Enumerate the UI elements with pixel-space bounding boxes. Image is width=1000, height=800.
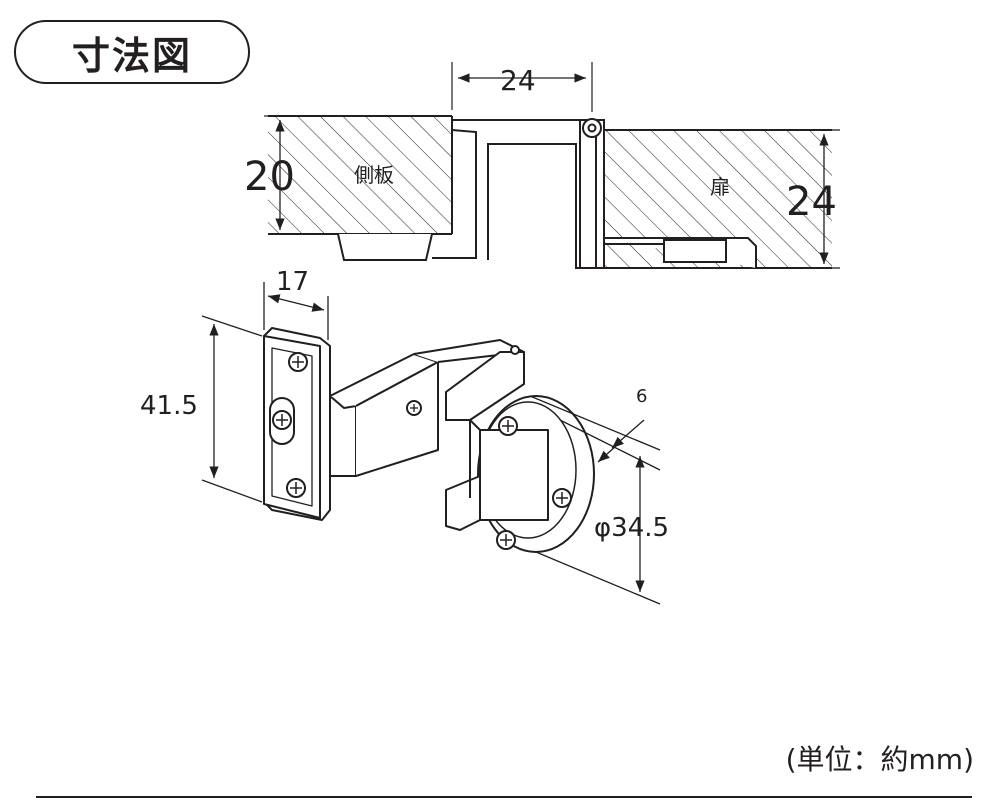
plate-width-dim [267, 294, 325, 312]
screw-icon [496, 530, 516, 550]
bottom-rule [36, 796, 972, 798]
unit-note: (単位：約mm) [785, 743, 974, 776]
mounting-plate-section [337, 233, 433, 261]
page-title: 寸法図 [71, 33, 192, 78]
cup-depth-dim [611, 419, 645, 449]
side-panel-section [268, 116, 452, 234]
screw-icon [498, 416, 518, 436]
hinge-arm-section [432, 119, 604, 269]
pivot-pin-icon [587, 123, 597, 133]
screw-icon [552, 488, 572, 508]
side-thickness-value: 20 [244, 154, 295, 200]
screw-icon [406, 400, 422, 416]
door-label: 扉 [710, 175, 730, 199]
hinge-isometric-view [263, 327, 595, 553]
hinge-arm [329, 395, 357, 477]
plate-height-value: 41.5 [140, 391, 198, 421]
screw-icon [272, 410, 292, 430]
side-panel-label: 側板 [354, 163, 394, 187]
title-badge: 寸法図 [14, 20, 250, 84]
plate-width-value: 17 [276, 267, 309, 297]
cup-diameter-value: φ34.5 [594, 513, 669, 543]
door-thickness-value: 24 [786, 179, 837, 225]
screw-icon [288, 352, 308, 372]
screw-icon [286, 478, 306, 498]
cup-depth-value: 6 [636, 386, 647, 407]
cross-section-view [264, 62, 840, 269]
gap-width-value: 24 [500, 64, 536, 97]
